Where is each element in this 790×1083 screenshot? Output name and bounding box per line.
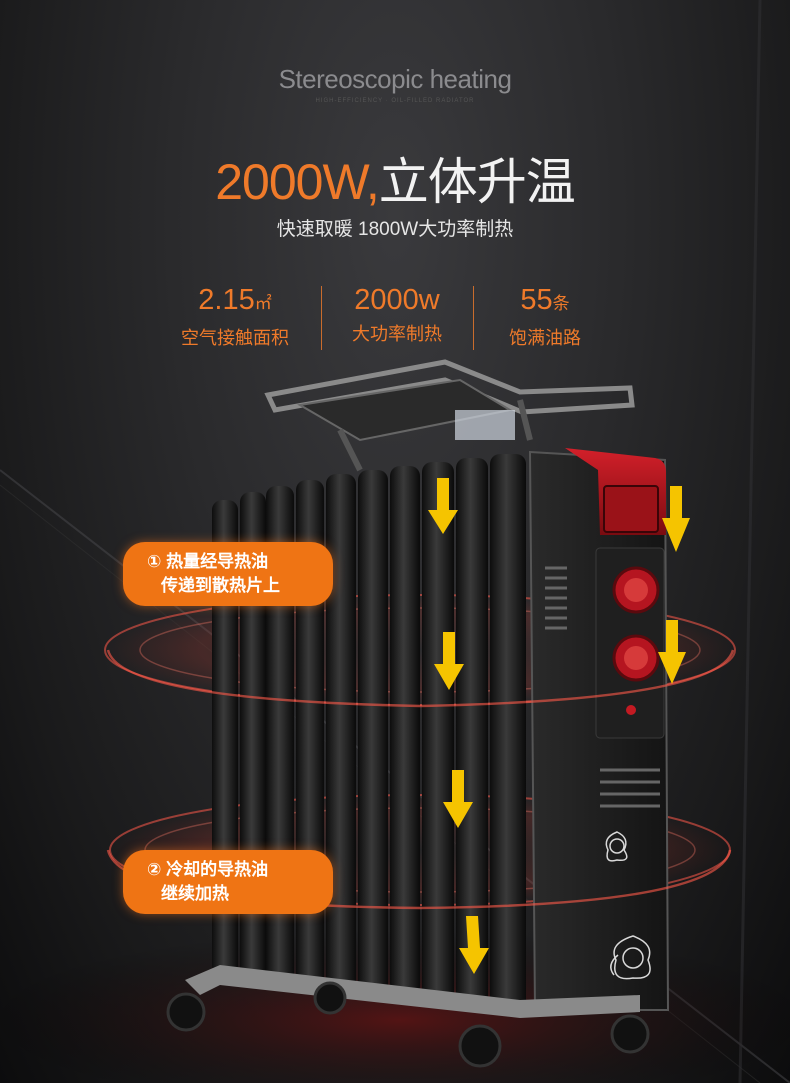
caster-wheel	[166, 992, 206, 1032]
down-arrow-icon	[434, 632, 464, 690]
spec-oil-label: 饱满油路	[509, 328, 581, 348]
headline-text: 立体升温	[378, 154, 576, 210]
down-arrow-icon	[443, 770, 473, 828]
down-arrow-icon	[662, 486, 690, 552]
spec-area-unit: ㎡	[254, 294, 272, 313]
spec-divider	[473, 286, 474, 350]
spec-row: 2.15㎡ 空气接触面积 2000w 大功率制热 55条 饱满油路	[160, 282, 620, 352]
headline: 2000W,立体升温	[0, 152, 790, 212]
english-title: Stereoscopic heating	[278, 64, 512, 94]
callout-step-1-line2: 传递到散热片上	[161, 576, 280, 595]
spec-power-label: 大功率制热	[352, 324, 442, 344]
callout-step-2-line1: ② 冷却的导热油	[147, 860, 269, 879]
down-arrow-icon	[459, 916, 489, 974]
towel-rack	[264, 359, 635, 472]
caster-wheel	[458, 1024, 502, 1068]
spec-oil-channels: 55条 饱满油路	[470, 282, 620, 350]
callout-step-1: ① 热量经导热油 传递到散热片上	[123, 542, 333, 606]
caster-wheel	[610, 1014, 650, 1054]
subheadline: 快速取暖 1800W大功率制热	[276, 219, 514, 240]
control-knob-icon	[612, 566, 660, 614]
spec-oil-value: 55	[520, 284, 553, 316]
flower-icon	[605, 831, 628, 862]
spec-area: 2.15㎡ 空气接触面积	[160, 282, 310, 350]
spec-area-value: 2.15	[198, 284, 255, 316]
spec-power: 2000w 大功率制热	[322, 282, 472, 346]
headline-wattage: 2000W,	[215, 154, 380, 210]
heater-fins	[212, 454, 526, 1010]
callout-step-2-line2: 继续加热	[161, 884, 229, 903]
down-arrow-icon	[428, 478, 458, 534]
english-subtitle: HIGH-EFFICIENCY · OIL-FILLED RADIATOR	[315, 98, 475, 104]
callout-step-2: ② 冷却的导热油 继续加热	[123, 850, 333, 914]
spec-power-unit: w	[418, 284, 440, 316]
spec-area-label: 空气接触面积	[181, 328, 289, 348]
spec-divider	[321, 286, 322, 350]
flower-icon	[610, 935, 651, 980]
callout-step-1-line1: ① 热量经导热油	[147, 552, 269, 571]
caster-wheel	[313, 981, 347, 1015]
control-panel	[528, 448, 670, 1011]
spec-oil-unit: 条	[552, 294, 570, 313]
spec-power-value: 2000	[354, 284, 419, 316]
down-arrow-icon	[658, 620, 686, 684]
control-knob-icon	[612, 634, 660, 682]
